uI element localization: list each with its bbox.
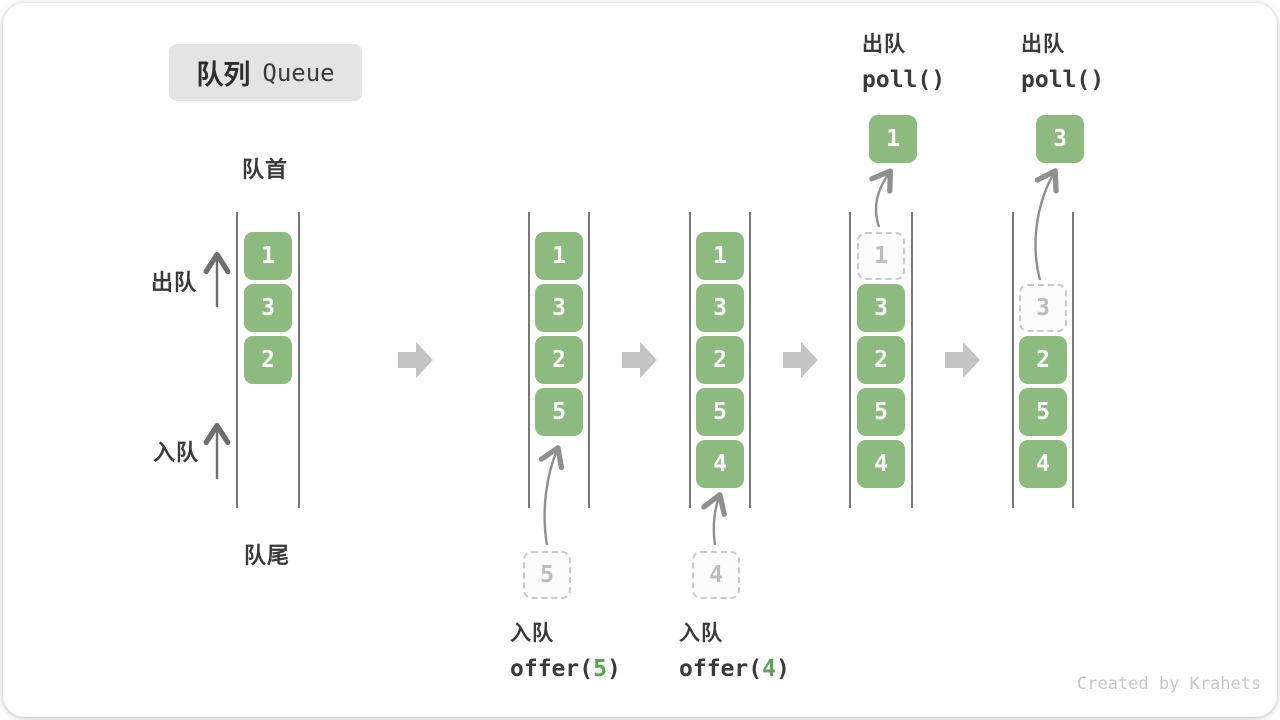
- removed-item-ghost: 1: [857, 232, 905, 280]
- queue-item: 5: [1019, 388, 1067, 436]
- incoming-item-ghost: 5: [523, 551, 571, 599]
- dequeue-side-label: 出队: [151, 270, 198, 295]
- op-action-text: 出队: [1021, 33, 1065, 56]
- operation-arrow-icon: [538, 168, 1059, 546]
- removed-item-ghost: 3: [1019, 284, 1067, 332]
- queue-item: 1: [696, 232, 744, 280]
- watermark-credit: Created by Krahets: [1077, 674, 1262, 694]
- queue-item: 2: [244, 336, 292, 384]
- enqueue-op-label: 入队 offer(5): [510, 617, 621, 682]
- queue-item: 3: [696, 284, 744, 332]
- dequeue-op-label: 出队 poll(): [862, 28, 945, 93]
- queue-item: 1: [535, 232, 583, 280]
- queue-item: 5: [535, 388, 583, 436]
- op-action-text: 入队: [679, 622, 723, 645]
- queue-item: 2: [1019, 336, 1067, 384]
- queue-item: 2: [857, 336, 905, 384]
- title-en: Queue: [262, 58, 335, 87]
- queue-item: 5: [857, 388, 905, 436]
- incoming-item-ghost: 4: [692, 551, 740, 599]
- enqueue-side-label: 入队: [153, 440, 200, 465]
- dequeue-op-label: 出队 poll(): [1021, 28, 1104, 93]
- op-code-text: offer(5): [510, 656, 621, 682]
- op-action-text: 出队: [862, 33, 906, 56]
- queue-front-label: 队首: [242, 157, 289, 182]
- queue-item: 3: [535, 284, 583, 332]
- popped-item: 1: [869, 115, 917, 163]
- queue-item: 4: [696, 440, 744, 488]
- title-zh: 队列: [196, 60, 251, 90]
- queue-item: 2: [696, 336, 744, 384]
- queue-rear-label: 队尾: [244, 543, 291, 568]
- queue-item: 4: [857, 440, 905, 488]
- queue-item: 4: [1019, 440, 1067, 488]
- op-code-text: offer(4): [679, 656, 790, 682]
- next-step-arrow-icon: [398, 342, 980, 378]
- queue-item: 5: [696, 388, 744, 436]
- queue-walls: [236, 212, 1074, 508]
- op-code-text: poll(): [1021, 67, 1105, 93]
- queue-item: 3: [244, 284, 292, 332]
- queue-item: 2: [535, 336, 583, 384]
- enqueue-op-label: 入队 offer(4): [679, 617, 790, 682]
- title-badge: 队列 Queue: [169, 44, 362, 101]
- popped-item: 3: [1036, 115, 1084, 163]
- op-code-text: poll(): [862, 67, 946, 93]
- queue-item: 1: [244, 232, 292, 280]
- op-action-text: 入队: [510, 622, 554, 645]
- queue-item: 3: [857, 284, 905, 332]
